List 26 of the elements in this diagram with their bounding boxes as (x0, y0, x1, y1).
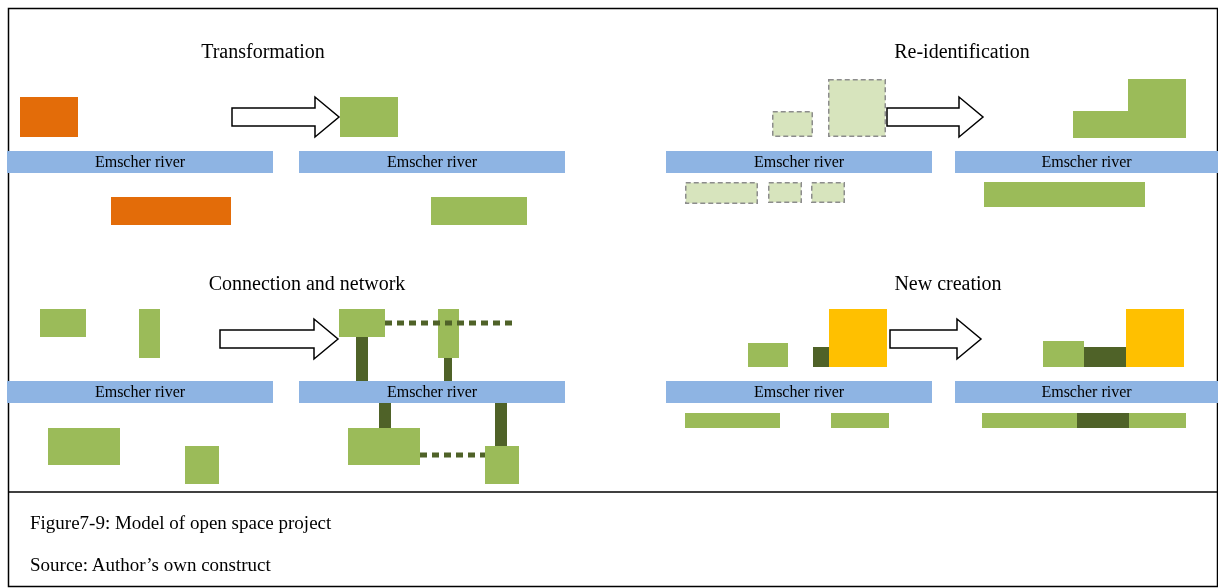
river-band: Emscher river (299, 381, 565, 403)
river-band: Emscher river (955, 151, 1218, 173)
site-plan-drawing (984, 79, 1186, 207)
river-band: Emscher river (299, 151, 565, 173)
river-band: Emscher river (7, 381, 273, 403)
river-band: Emscher river (666, 151, 932, 173)
section-heading: Re-identification (894, 40, 1030, 63)
site-plan-drawing (40, 309, 219, 484)
site-plan-drawing (20, 97, 231, 225)
block-arrow (231, 95, 341, 139)
section-heading: New creation (894, 272, 1002, 295)
block-arrow (889, 317, 983, 361)
river-band: Emscher river (7, 151, 273, 173)
section-heading: Transformation (201, 40, 325, 63)
river-band: Emscher river (955, 381, 1218, 403)
block-arrow (886, 95, 985, 139)
river-band: Emscher river (666, 381, 932, 403)
site-plan-drawing (982, 309, 1186, 428)
site-plan-drawing (340, 97, 527, 225)
figure-caption: Figure7-9: Model of open space project (30, 512, 332, 534)
site-plan-drawing (685, 79, 886, 204)
section-heading: Connection and network (208, 272, 406, 295)
site-plan-drawing (339, 309, 519, 484)
source-note: Source: Author’s own construct (30, 554, 271, 576)
site-plan-drawing (685, 309, 889, 428)
block-arrow (219, 317, 340, 361)
